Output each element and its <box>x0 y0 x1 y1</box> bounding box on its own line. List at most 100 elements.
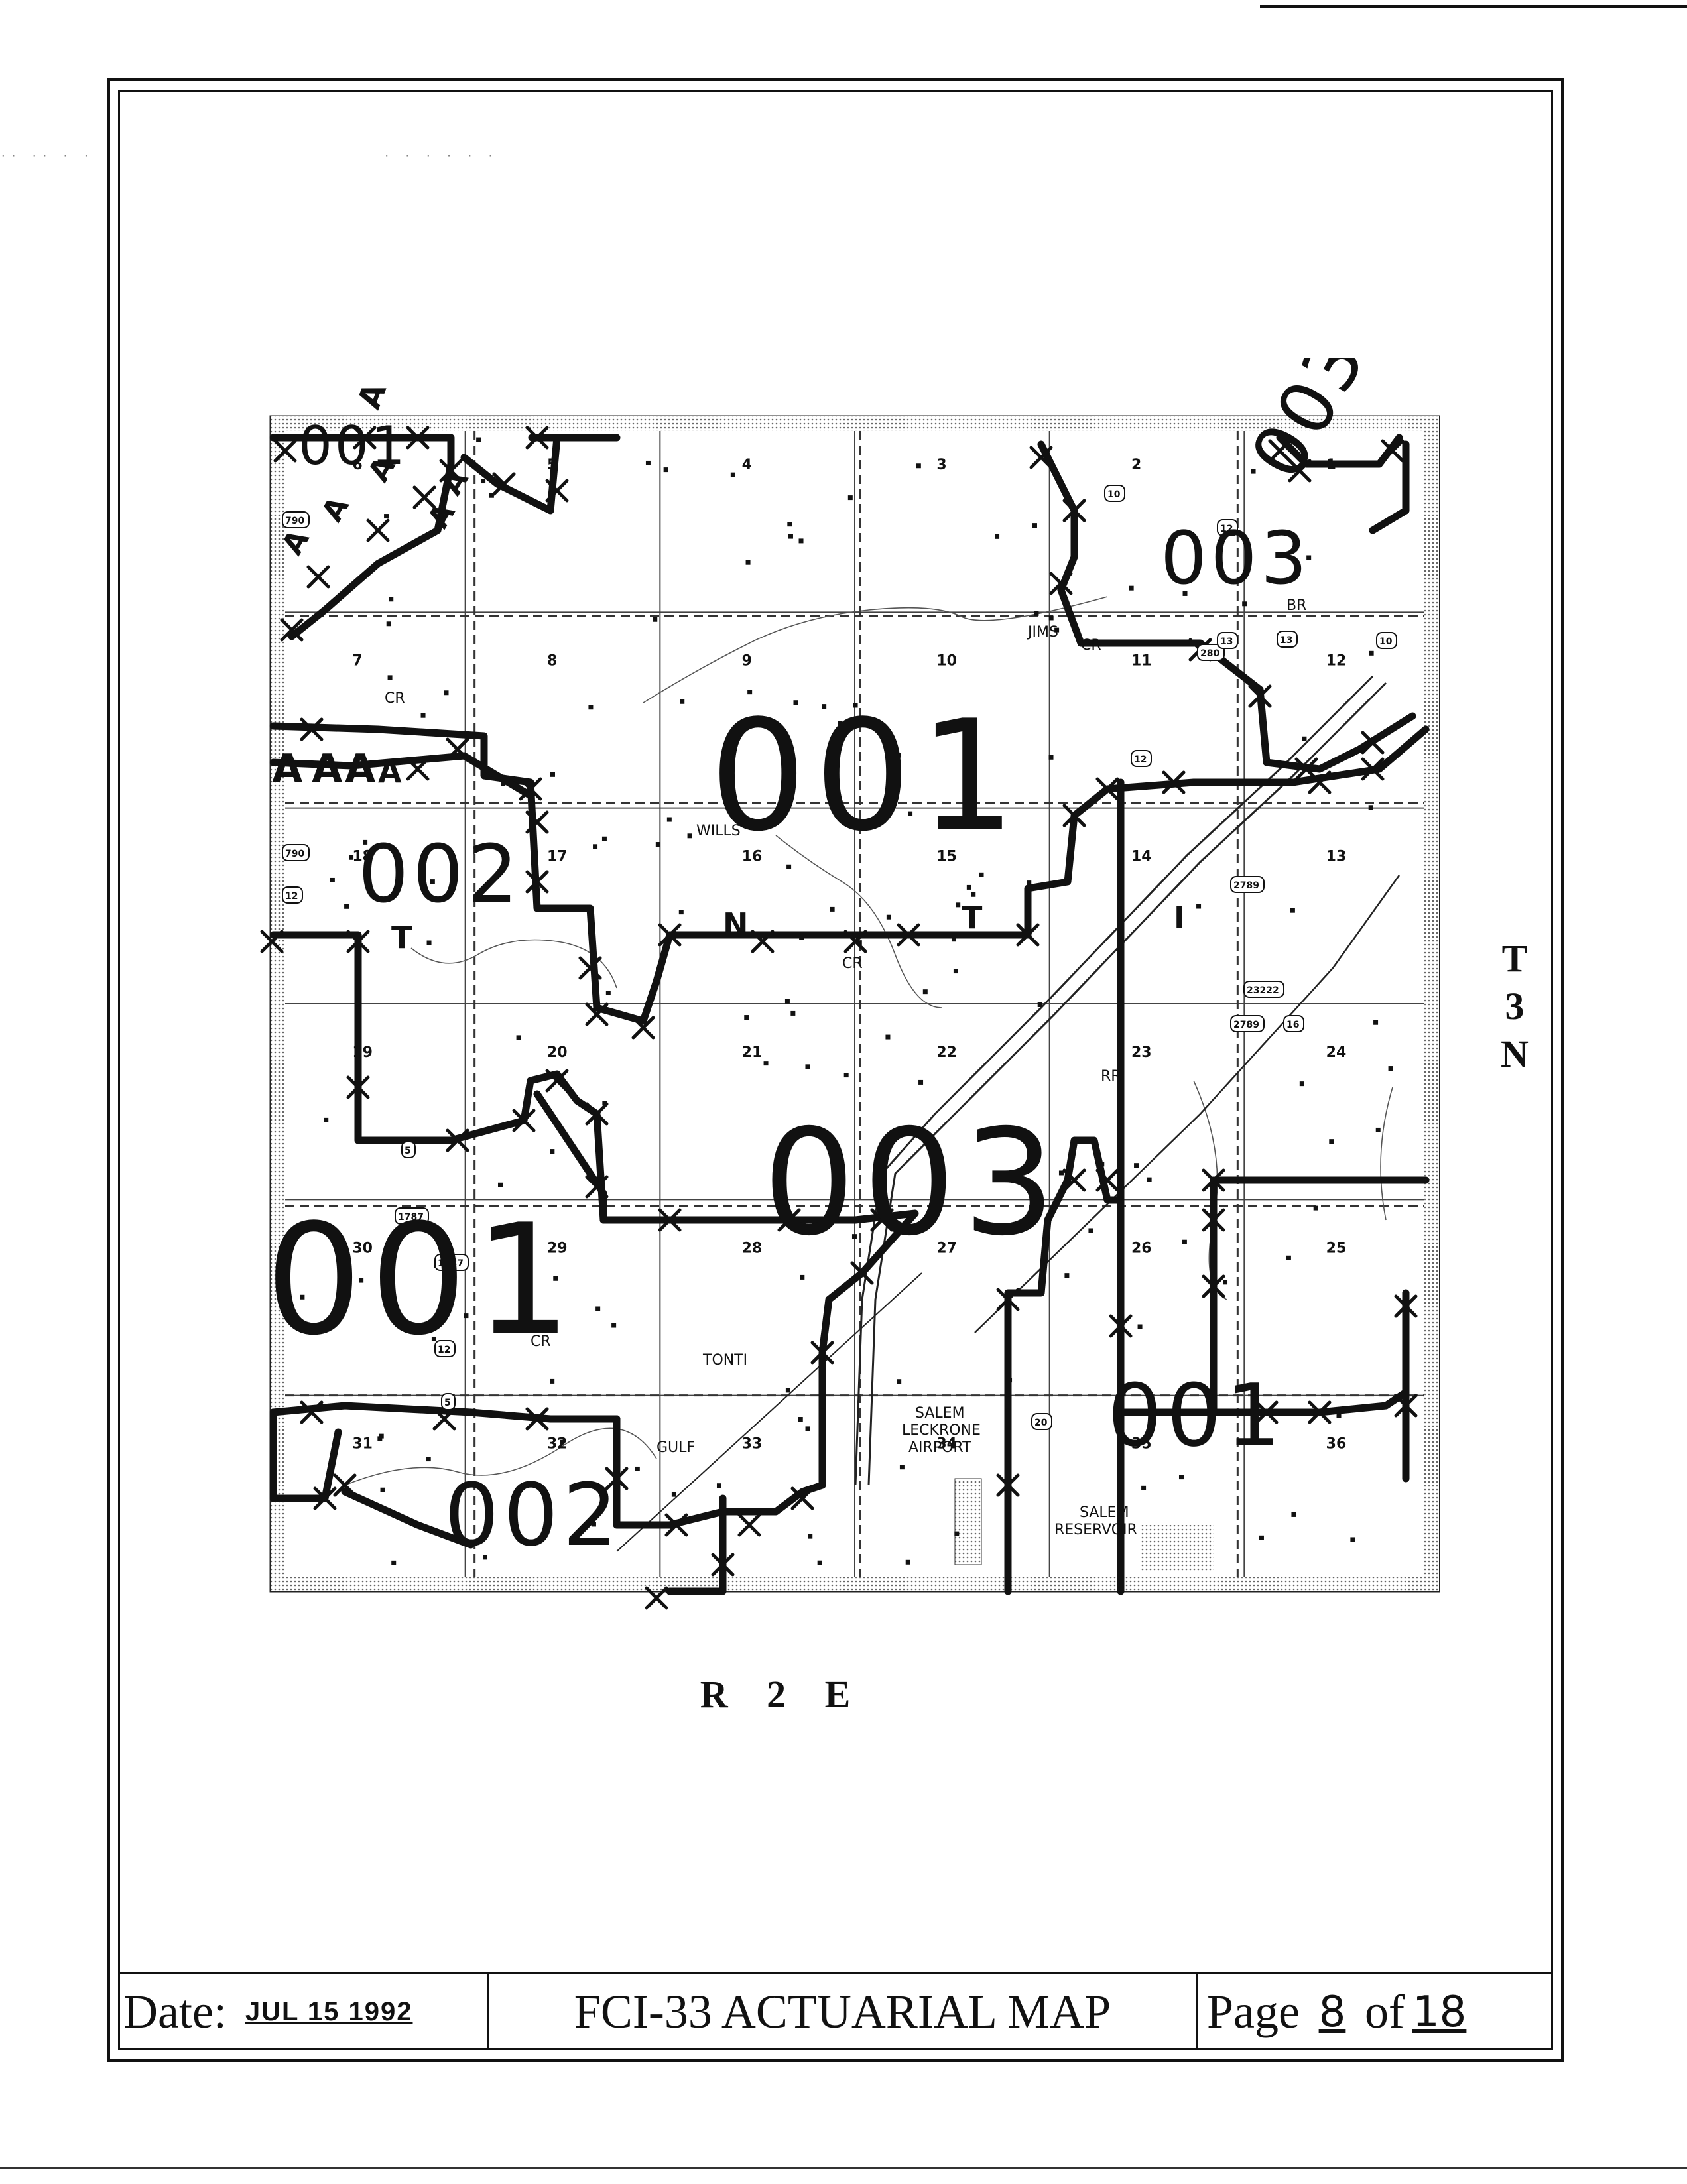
building-marker <box>1350 1537 1355 1542</box>
section-number: 30 <box>352 1240 373 1256</box>
section-number: 31 <box>352 1436 373 1453</box>
road-shield <box>1230 876 1265 893</box>
building-marker <box>1375 1127 1381 1132</box>
building-marker <box>344 904 349 909</box>
zone-code: 002 <box>444 1465 622 1565</box>
section-number: 22 <box>936 1044 957 1061</box>
building-marker <box>430 879 435 884</box>
road-shield <box>434 1340 456 1357</box>
road-shield-label: 1787 <box>398 1212 424 1223</box>
building-marker <box>787 522 792 527</box>
boundary-x-marks <box>260 426 1418 1610</box>
boundary-x <box>1268 439 1292 463</box>
building-marker <box>481 479 486 484</box>
building-marker <box>951 937 956 942</box>
building-marker <box>635 1466 640 1471</box>
section-number: 4 <box>742 457 752 473</box>
building-marker <box>380 1487 385 1492</box>
boundary-x <box>545 1069 569 1093</box>
building-marker <box>1037 1002 1042 1008</box>
letter-mark: T <box>962 900 983 936</box>
building-marker <box>560 1439 565 1445</box>
boundary-x <box>1062 499 1086 522</box>
boundary-x <box>439 459 463 483</box>
boundary-x <box>578 956 602 980</box>
building-marker <box>1291 1512 1296 1517</box>
building-marker <box>386 621 391 627</box>
zone-code: 001 <box>265 1192 580 1369</box>
section-number: 36 <box>1326 1436 1347 1453</box>
road-shield <box>1197 644 1225 661</box>
building-marker <box>1223 1280 1228 1285</box>
section-number: 25 <box>1326 1240 1347 1256</box>
section-number: 24 <box>1326 1044 1347 1061</box>
section-number: 32 <box>547 1436 568 1453</box>
building-marker <box>588 705 594 710</box>
road-shield <box>1376 632 1397 649</box>
boundary-x <box>1109 1314 1133 1338</box>
building-marker <box>1196 904 1202 909</box>
zone-boundaries <box>269 434 1430 1595</box>
building-marker <box>1032 523 1037 528</box>
road-shield-label: 10 <box>1379 637 1393 647</box>
road-shield <box>1283 1015 1304 1032</box>
letter-mark: I <box>1174 900 1185 936</box>
building-marker <box>591 1522 596 1527</box>
zone-boundary-10 <box>269 1408 342 1502</box>
building-marker <box>747 690 753 695</box>
boundary-x <box>260 930 284 953</box>
shade-right <box>1424 416 1439 1591</box>
boundary-x <box>280 618 304 642</box>
place-name: BR <box>1286 597 1306 614</box>
boundary-x <box>1294 757 1318 781</box>
boundary-x <box>585 1175 609 1199</box>
boundary-x <box>1248 684 1272 708</box>
building-marker <box>1178 1475 1184 1480</box>
building-marker <box>785 1388 790 1393</box>
place-name: SALEM <box>1080 1504 1129 1521</box>
boundary-x <box>658 923 682 947</box>
building-marker <box>1306 555 1312 560</box>
zone-boundary-9 <box>613 1415 727 1595</box>
building-marker <box>1373 1020 1379 1025</box>
zone-code: 003 <box>763 1098 1063 1268</box>
road-shield-label: 16 <box>1286 1020 1299 1030</box>
building-marker <box>1286 1255 1291 1260</box>
section-number: 3 <box>936 457 946 473</box>
road-shield-label: 790 <box>285 516 304 526</box>
boundary-x <box>1255 1400 1279 1424</box>
boundary-x <box>996 1288 1020 1311</box>
place-name: CR <box>842 955 863 972</box>
building-marker <box>822 704 827 709</box>
building-marker <box>886 914 891 920</box>
date-cell: Date: JUL 15 1992 <box>118 1974 489 2050</box>
section-number: 12 <box>1326 652 1347 669</box>
scan-edge-line-top <box>1260 5 1687 8</box>
boundary-x <box>1029 446 1053 469</box>
building-marker <box>1182 1239 1187 1244</box>
building-marker <box>300 1294 305 1300</box>
road-shield <box>1131 750 1152 767</box>
boundary-x <box>492 472 516 496</box>
boundary-x <box>306 565 330 589</box>
shade-bottom <box>271 1577 1439 1591</box>
title-block: Date: JUL 15 1992 FCI-33 ACTUARIAL MAP P… <box>118 1972 1553 2050</box>
boundary-x <box>1162 770 1186 794</box>
place-name: CR <box>1081 637 1101 654</box>
boundary-x <box>525 1407 549 1431</box>
building-marker <box>439 1241 444 1246</box>
range-label: R 2 E <box>700 1673 865 1716</box>
building-marker <box>444 690 449 696</box>
building-marker <box>790 1010 796 1016</box>
section-number: 14 <box>1131 849 1152 865</box>
zone-code: 001 <box>298 415 408 477</box>
boundary-x <box>346 930 370 953</box>
building-marker <box>908 811 913 816</box>
place-name: RESERVOIR <box>1054 1522 1137 1538</box>
boundary-x <box>545 479 569 503</box>
building-marker <box>1290 908 1295 913</box>
boundary-x <box>1288 459 1312 483</box>
letter-mark: A <box>312 746 343 792</box>
building-marker <box>953 969 958 974</box>
